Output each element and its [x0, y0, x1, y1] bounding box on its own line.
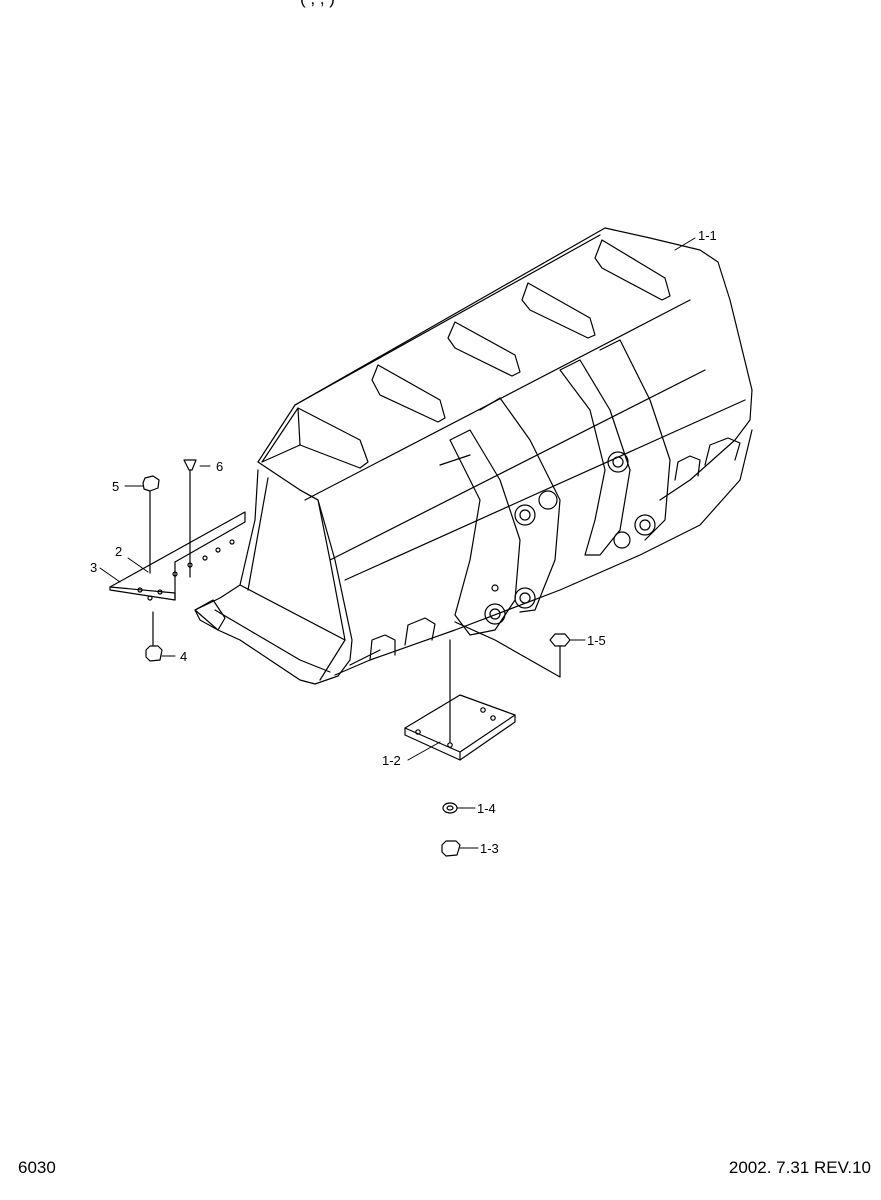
label-1-3: 1-3 — [480, 841, 499, 856]
label-2: 2 — [115, 544, 122, 559]
bolt-4 — [145, 611, 163, 662]
revision-date: 2002. 7.31 REV.10 — [728, 1158, 871, 1177]
bucket-body — [194, 227, 753, 685]
page-number: 6030 — [18, 1158, 56, 1177]
label-5: 5 — [112, 479, 119, 494]
label-3: 3 — [90, 560, 97, 575]
nut-5 — [142, 475, 160, 574]
label-1-2: 1-2 — [382, 753, 401, 768]
cutting-edge — [109, 511, 246, 601]
wear-plate — [404, 639, 516, 761]
bolt-1-3 — [441, 840, 461, 857]
label-4: 4 — [180, 649, 187, 664]
label-1-4: 1-4 — [477, 801, 496, 816]
bolt-6 — [183, 459, 197, 578]
label-6: 6 — [216, 459, 223, 474]
washer-1-4 — [442, 802, 458, 814]
leader-lines — [99, 237, 696, 849]
nut-1-5 — [454, 621, 571, 678]
label-1-1: 1-1 — [698, 228, 717, 243]
hinge-brackets — [439, 339, 671, 636]
top-gussets — [261, 239, 671, 469]
label-1-5: 1-5 — [587, 633, 606, 648]
header-fragment: ( , , ) — [300, 0, 335, 9]
